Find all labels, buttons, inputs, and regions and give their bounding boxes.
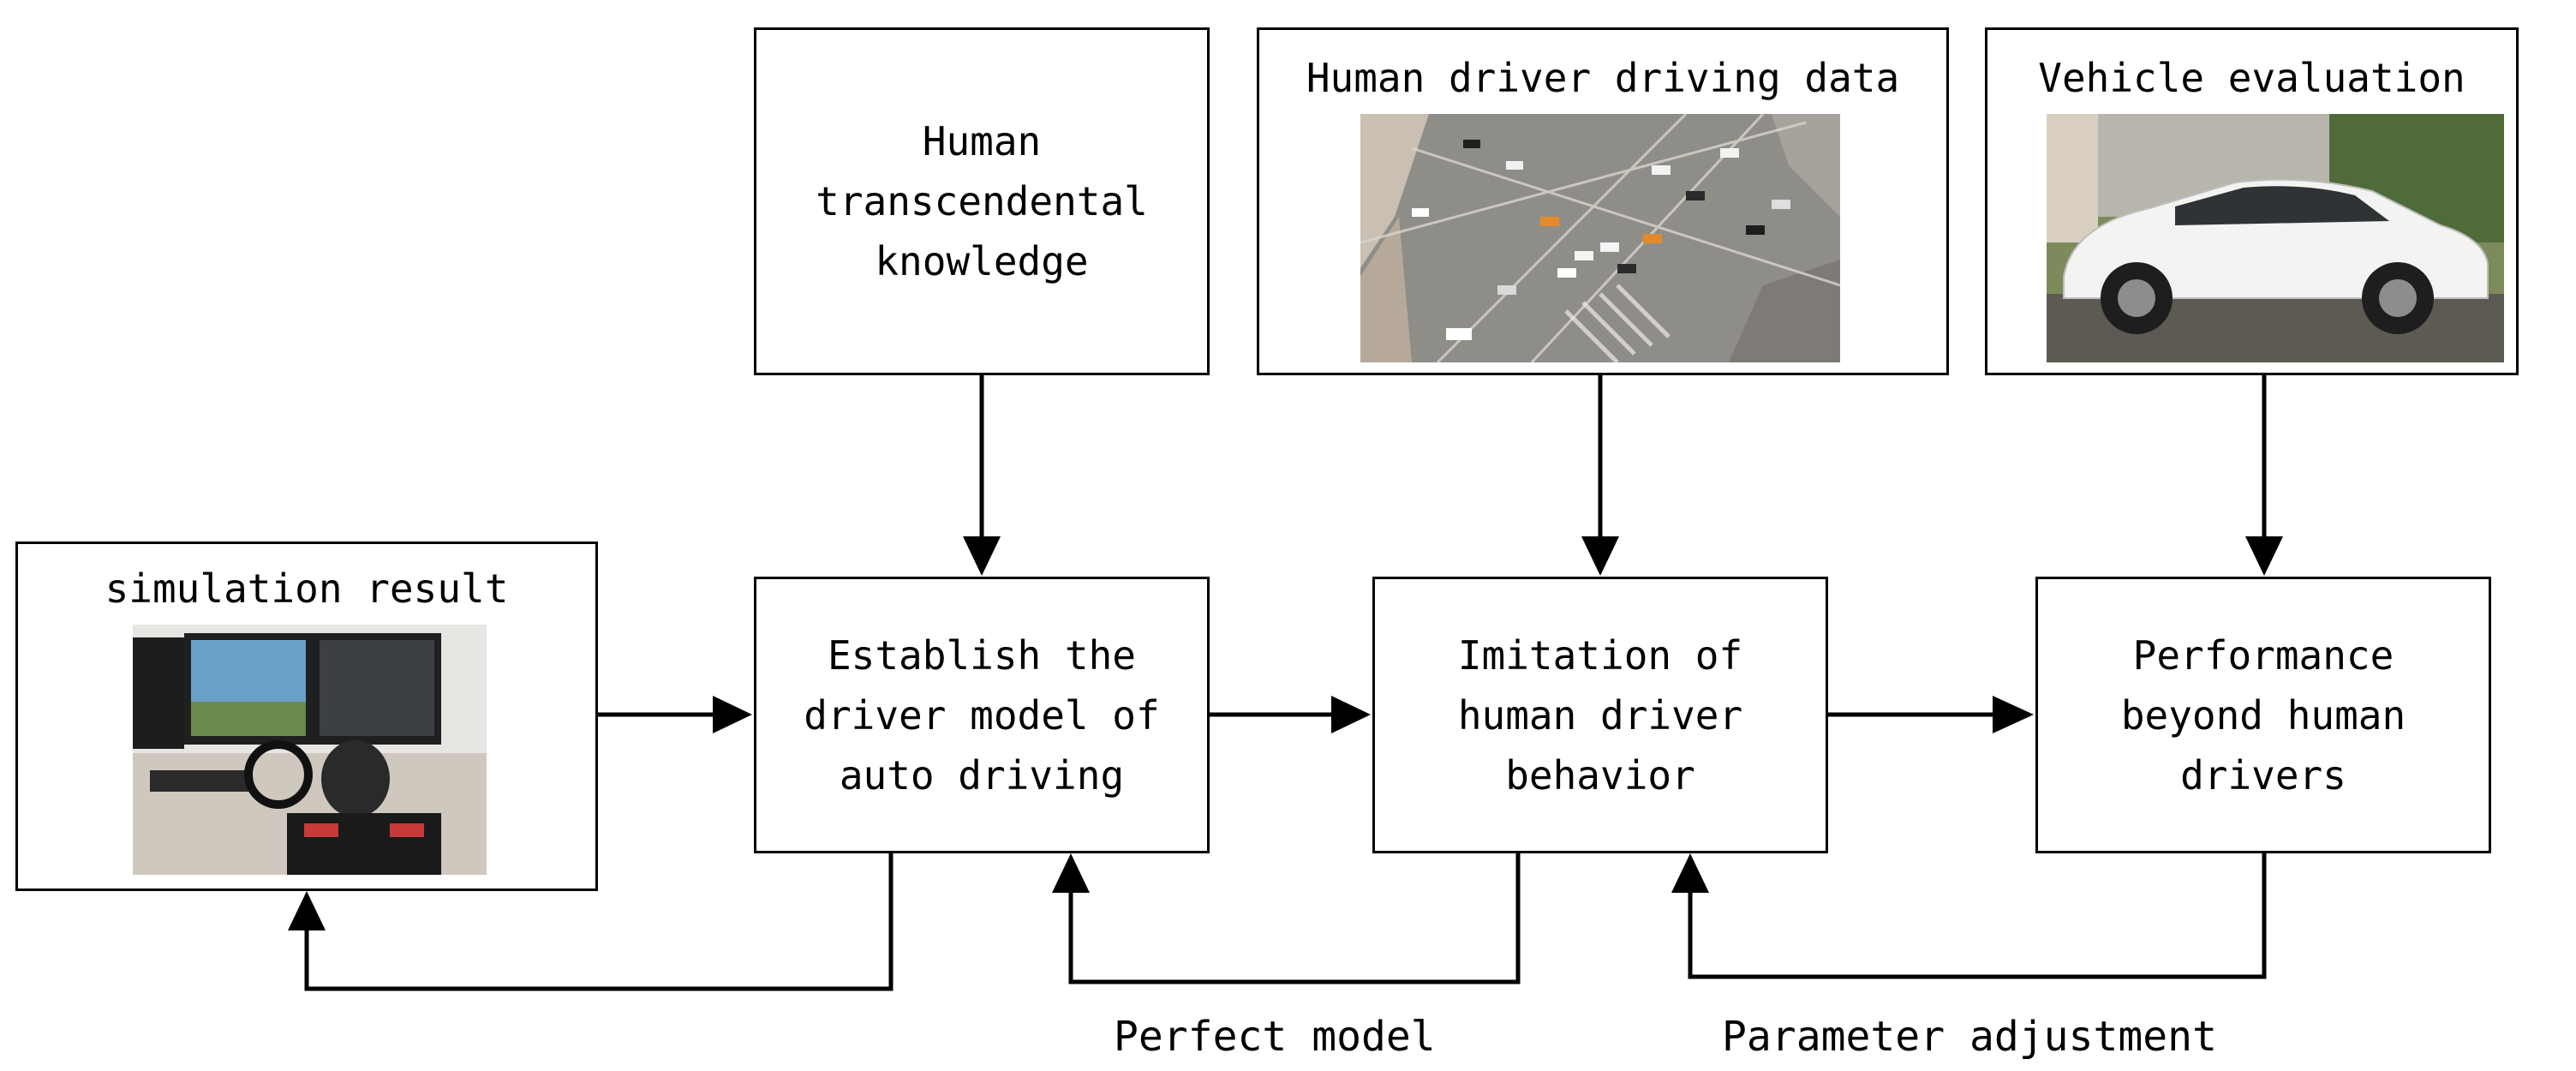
- establish-box: Establish the driver model of auto drivi…: [754, 577, 1210, 853]
- arrowhead-up-1: [288, 891, 326, 930]
- driving-data-box: Human driver driving data: [1257, 27, 1949, 375]
- arrowhead-up-3: [1671, 853, 1709, 893]
- performance-label: Performance beyond human drivers: [2120, 631, 2406, 799]
- arrowhead-down-1: [963, 536, 1001, 576]
- simulation-label: simulation result: [105, 565, 509, 612]
- vehicle-eval-box: Vehicle evaluation: [1985, 27, 2519, 375]
- arrowhead-down-2: [1581, 536, 1619, 576]
- human-knowledge-box: Human transcendental knowledge: [754, 27, 1210, 375]
- imitation-label: Imitation of human driver behavior: [1457, 631, 1743, 799]
- arrowhead-right-3: [1993, 696, 2034, 733]
- vehicle-photo: [2047, 114, 2504, 362]
- arrowhead-down-3: [2245, 536, 2283, 576]
- parameter-adjustment-label: Parameter adjustment: [1722, 1013, 2217, 1061]
- arrow-perfect-model-loop: [1068, 853, 1521, 984]
- perfect-model-label: Perfect model: [1114, 1013, 1436, 1061]
- intersection-photo: [1360, 114, 1840, 362]
- human-knowledge-label: Human transcendental knowledge: [816, 118, 1148, 284]
- establish-label: Establish the driver model of auto drivi…: [804, 631, 1160, 799]
- arrowhead-right-2: [1331, 696, 1371, 733]
- performance-box: Performance beyond human drivers: [2035, 577, 2491, 853]
- simulation-box: simulation result: [15, 541, 598, 891]
- arrow-establish-to-simulation: [304, 853, 894, 991]
- simulator-photo: [133, 625, 487, 875]
- arrowhead-up-2: [1052, 853, 1090, 893]
- arrow-parameter-adjustment-loop: [1688, 853, 2267, 979]
- vehicle-eval-label: Vehicle evaluation: [2038, 55, 2465, 101]
- arrowhead-right-1: [713, 696, 752, 733]
- driving-data-label: Human driver driving data: [1306, 55, 1900, 101]
- imitation-box: Imitation of human driver behavior: [1372, 577, 1828, 853]
